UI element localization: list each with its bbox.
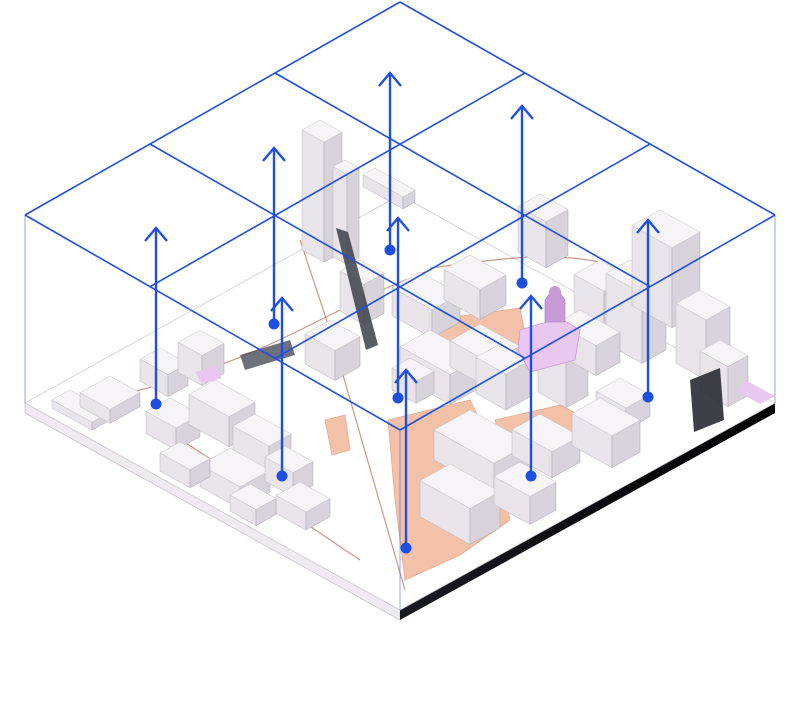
building	[517, 193, 569, 269]
plaza-surface	[324, 414, 351, 456]
arrow-origin-dot	[392, 392, 404, 404]
building-roof	[675, 289, 731, 321]
up-arrow	[378, 71, 402, 256]
building-massing	[51, 119, 775, 545]
arrow-head	[510, 104, 534, 120]
grid-line	[399, 1, 776, 216]
building-roof	[595, 377, 651, 409]
grid-line	[274, 143, 651, 360]
up-arrow	[262, 146, 286, 330]
tower-shadow	[690, 368, 724, 432]
building-roof	[571, 397, 641, 437]
building	[443, 254, 507, 320]
building-roof	[493, 461, 557, 497]
building	[571, 397, 641, 469]
arrow-head	[270, 296, 294, 312]
up-arrow	[636, 218, 660, 403]
grid-line	[399, 214, 776, 431]
building-roof	[275, 481, 331, 513]
street-line	[429, 256, 601, 269]
building-roof	[232, 413, 292, 447]
site-slab-right-face	[400, 403, 775, 620]
grid-line	[24, 214, 401, 431]
arrow-origin-dot	[268, 318, 280, 330]
grid-line	[149, 72, 526, 288]
up-arrow	[386, 216, 410, 404]
building-roof	[304, 319, 361, 351]
building-roof	[301, 119, 343, 143]
building	[229, 483, 277, 526]
building	[159, 441, 211, 489]
arrow-head	[378, 71, 402, 87]
arrow-origin-dot	[400, 542, 412, 554]
building-roof	[511, 413, 581, 453]
building-roof	[433, 409, 531, 464]
building	[275, 481, 331, 531]
building-roof	[79, 375, 141, 410]
grid-line	[274, 72, 651, 288]
building	[493, 461, 557, 525]
tower-shadow	[336, 228, 378, 350]
arrow-origin-dot	[516, 277, 528, 289]
building-roof	[419, 463, 501, 509]
arrow-origin-dot	[525, 470, 537, 482]
building-roof	[264, 445, 314, 473]
accent-roof	[738, 380, 775, 404]
isometric-grid	[24, 1, 776, 610]
up-arrow	[510, 104, 534, 289]
building-roof	[188, 379, 256, 417]
arrow-origin-dot	[642, 391, 654, 403]
accent-roof	[195, 366, 222, 384]
up-arrow	[394, 368, 418, 554]
grid-line	[149, 143, 526, 360]
building	[419, 463, 501, 545]
arrow-head	[636, 218, 660, 234]
building-roof	[159, 441, 211, 471]
arrow-head	[394, 368, 418, 384]
up-arrow	[144, 226, 168, 410]
arrow-origin-dot	[384, 244, 396, 256]
arrow-origin-dot	[150, 398, 162, 410]
arrow-head	[386, 216, 410, 232]
vertical-arrows	[144, 71, 660, 554]
building-roof	[177, 329, 225, 356]
arrow-origin-dot	[276, 470, 288, 482]
building	[79, 375, 141, 424]
grid-line	[24, 1, 401, 216]
up-arrow	[519, 294, 543, 482]
building	[304, 319, 361, 381]
building-roof	[699, 339, 749, 367]
building-roof	[443, 254, 507, 290]
building-roof	[517, 193, 569, 223]
arrow-head	[519, 294, 543, 310]
arrow-head	[144, 226, 168, 242]
church-dome	[549, 286, 561, 298]
arrow-head	[262, 146, 286, 162]
building-roof	[229, 483, 277, 510]
up-arrow	[270, 296, 294, 482]
